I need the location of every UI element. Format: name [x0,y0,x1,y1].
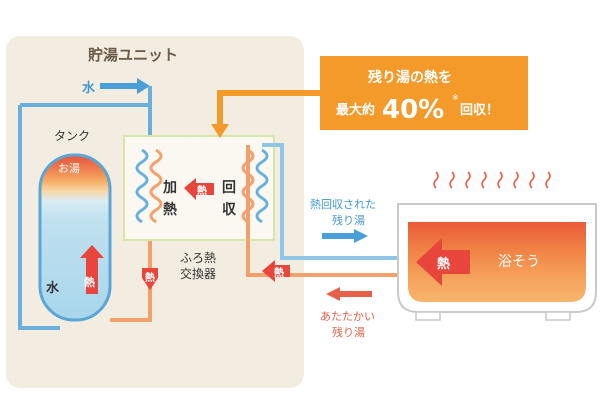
bathtub-label: 浴そう [498,254,540,270]
pipe-warm-bath-water [246,145,400,277]
exchanger-coil-left-hot [149,148,163,224]
callout-line-2-suffix: 回収！ [460,103,499,118]
exchanger-name-line-2: 交換器 [180,266,216,281]
exchanger-coil-left [135,148,149,224]
tank-heat-label: 熱 [84,275,95,289]
water-inlet-arrow-head [137,78,150,94]
warm-flow-line-2: 残り湯 [332,325,365,339]
pipe-hot-return [110,230,152,322]
bathtub-heat-label: 熱 [437,256,450,272]
bathtub-foot-left [415,311,441,321]
tank-heat-arrow [80,245,104,294]
callout-line-2-prefix: 最大約 [336,102,375,118]
pipe-heat-label-middle: 熱 [274,266,284,279]
callout-connector-head [211,124,229,138]
recovered-flow-line-2: 残り湯 [332,213,365,227]
exchanger-recover-char-1: 回 [222,180,236,196]
unit-title: 貯湯ユニット [88,46,178,64]
water-inlet-label: 水 [82,80,96,96]
pipe-heat-label-lower: 熱 [145,271,155,284]
warm-flow-arrow-head [326,287,340,301]
recovery-callout-box [320,56,528,130]
exchanger-heat-label: 熱 [197,184,207,197]
callout-note-mark: ※ [452,93,459,102]
exchanger-recover-char-2: 収 [222,201,237,218]
tank-title: タンク [54,129,90,143]
pipe-cold-left [18,105,60,330]
callout-line-1: 残り湯の熱を [368,69,452,86]
exchanger-heating-char-1: 加 [162,180,177,196]
pipe-heat-badge-lower [142,268,158,290]
warm-flow-line-1: あたたかい [320,310,375,323]
exchanger-coil-right-cold [255,148,269,224]
steam-lines [433,171,551,189]
recovered-flow-line-1: 熱回収された [310,198,376,211]
bathtub-heat-arrow [416,238,470,286]
exchanger-heat-arrow [184,178,214,200]
bathtub-water [408,222,586,302]
pipe-recovered-bath-water [262,143,400,260]
recovered-flow-arrow-head [354,229,368,243]
exchanger-heating-char-2: 熱 [163,201,177,218]
callout-percent: 40% [382,95,444,125]
tank-hot-label: お湯 [58,162,80,175]
pipe-heat-badge-middle [262,260,290,282]
bathtub-foot-right [545,311,571,321]
callout-connector [217,90,320,128]
tank-water-label: 水 [46,280,60,296]
exchanger-name-line-1: ふろ熱 [180,251,216,265]
